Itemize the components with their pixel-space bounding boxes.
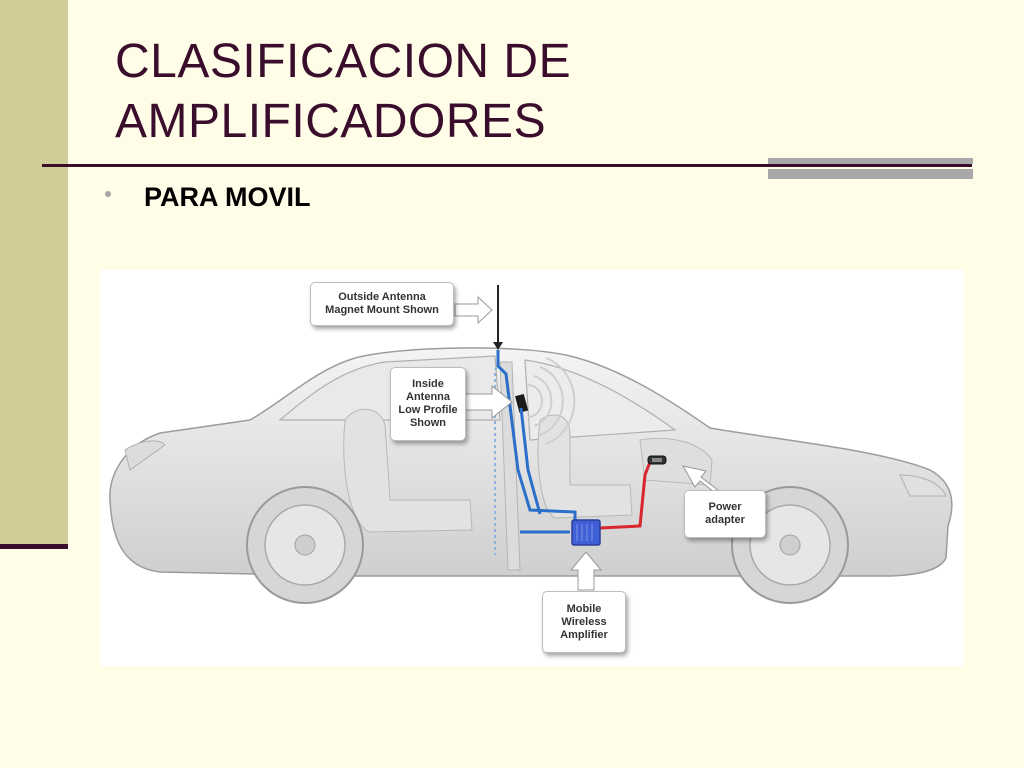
label-amplifier-text: Mobile Wireless Amplifier [560,602,608,641]
label-power-adapter: Power adapter [684,490,766,538]
title-rule [42,164,972,167]
amplifier-fins [576,524,593,541]
title-rule-gray-bottom [768,169,973,179]
left-accent-line [0,544,68,549]
label-power-adapter-text: Power adapter [705,501,745,526]
arrow-amplifier [569,551,603,591]
label-inside-antenna-text: Inside Antenna Low Profile Shown [398,378,458,429]
car-installation-diagram: Outside Antenna Magnet Mount Shown Insid… [100,270,964,666]
title-line-1: CLASIFICACION DE [115,35,572,88]
amplifier-box [571,519,601,546]
car-b-pillar [499,361,521,571]
headlight [899,474,947,497]
arrow-inside-antenna [461,384,513,420]
inside-antenna [515,393,529,413]
front-seat [537,414,633,519]
outside-antenna-base [493,342,503,350]
signal-waves [527,357,576,445]
label-outside-antenna: Outside Antenna Magnet Mount Shown [310,282,454,326]
label-outside-antenna-text: Outside Antenna Magnet Mount Shown [325,291,439,316]
label-amplifier: Mobile Wireless Amplifier [542,591,626,653]
rear-seat [343,408,473,533]
title-rule-gray-top [768,158,973,164]
left-accent-bar [0,0,68,548]
bullet-item: PARA MOVIL [144,182,311,212]
label-inside-antenna: Inside Antenna Low Profile Shown [390,367,466,441]
bullet-dot [105,191,111,197]
taillight [124,440,166,471]
cable-blue-inside [519,407,542,515]
title-line-2: AMPLIFICADORES [115,95,547,148]
cable-blue [496,350,577,532]
arrow-outside-antenna [454,295,493,325]
slide-title: CLASIFICACION DE AMPLIFICADORES [115,32,571,152]
car-illustration [109,285,953,604]
arrow-power-adapter [682,465,720,496]
